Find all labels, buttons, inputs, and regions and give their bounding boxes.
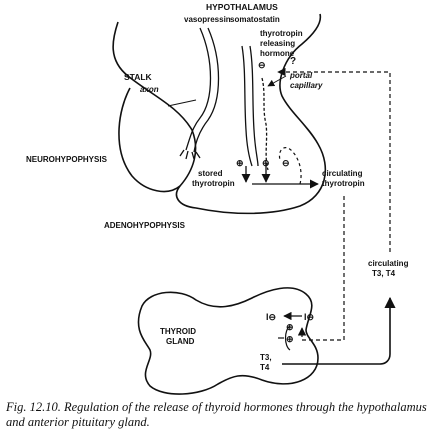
trh-label-3: hormone (260, 49, 295, 58)
tsh-to-thyroid-dashed (297, 196, 345, 341)
minus-sign-trh: ⊖ (258, 60, 266, 70)
t3t4-label-1: T3, (260, 353, 272, 362)
portal-label-1: portal (289, 71, 313, 80)
stalk-label: STALK (124, 72, 153, 82)
thyroid-gland-outline (137, 287, 319, 395)
plus-sign-thyroid-1: ⊕ (286, 322, 294, 332)
neurohypophysis-outline (118, 87, 181, 193)
plus-sign-thyroid-2: ⊕ (286, 334, 294, 344)
thyroid-label-2: GLAND (166, 337, 195, 346)
thyroid-bracket (284, 325, 291, 351)
somatostatin-label: somatostatin (230, 15, 280, 24)
minus-sign-feedback: ⊖ (282, 158, 290, 168)
t3t4-feedback-dashed (277, 67, 391, 252)
question-feedback-dashed (278, 147, 302, 185)
thyroid-regulation-diagram: HYPOTHALAMUS vasopressin somatostatin th… (26, 2, 409, 395)
circ-tsh-label-1: circulating (322, 169, 363, 178)
question-mark: ? (290, 56, 296, 67)
portal-pointer (267, 75, 287, 87)
thyroid-label-1: THYROID (160, 327, 196, 336)
circ-tsh-label-2: thyrotropin (322, 179, 365, 188)
circ-t3t4-label-2: T3, T4 (372, 269, 396, 278)
iodide-out-label: I⊖ (266, 312, 276, 322)
t3t4-label-2: T4 (260, 363, 270, 372)
trh-label-2: releasing (260, 39, 295, 48)
t3t4-secretion-arrow (282, 296, 396, 365)
axon-label: axon (140, 85, 159, 94)
plus-sign-stored-2: ⊕ (262, 158, 270, 168)
figure-caption: Fig. 12.10. Regulation of the release of… (6, 400, 427, 429)
axon-pointer (167, 99, 197, 107)
stored-label-1: stored (198, 169, 223, 178)
circ-t3t4-label-1: circulating (368, 259, 409, 268)
vasopressin-label: vasopressin (184, 15, 231, 24)
portal-label-2: capillary (290, 81, 323, 90)
axon-tracts (179, 27, 259, 167)
hypothalamus-label: HYPOTHALAMUS (206, 2, 278, 12)
plus-sign-stored-1: ⊕ (236, 158, 244, 168)
iodide-in-label: I⊖ (304, 312, 314, 322)
portal-capillary (261, 77, 269, 171)
neurohypophysis-label: NEUROHYPOPHYSIS (26, 155, 108, 164)
trh-label-1: thyrotropin (260, 29, 303, 38)
stored-label-2: thyrotropin (192, 179, 235, 188)
adenohypophysis-label: ADENOHYPOPHYSIS (104, 221, 186, 230)
